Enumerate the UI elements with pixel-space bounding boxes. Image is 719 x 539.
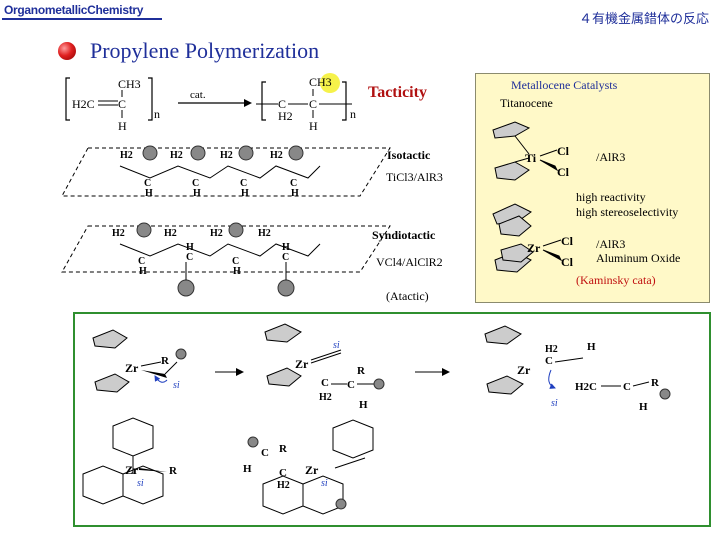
zr-cocatalyst: /AlR3 <box>596 237 626 251</box>
svg-text:H: H <box>186 242 194 253</box>
polymer-h2: H2 <box>278 109 293 123</box>
svg-text:C: C <box>192 178 199 189</box>
property-stereoselectivity: high stereoselectivity <box>576 205 679 219</box>
polymer-ch3: CH3 <box>309 75 332 89</box>
step3-c2: C <box>623 381 631 393</box>
step2-r: R <box>357 365 366 377</box>
svg-text:H2: H2 <box>120 150 133 161</box>
syndiotactic-reagent: VCl4/AlClR2 <box>376 255 443 269</box>
step1-zr: Zr <box>125 361 139 375</box>
polymer-n: n <box>350 107 356 121</box>
step3-h2: H2 <box>545 344 558 355</box>
ti-label: Ti <box>525 151 537 165</box>
svg-text:H: H <box>241 188 249 199</box>
step3-si: si <box>551 398 558 409</box>
svg-text:H2: H2 <box>112 228 125 239</box>
ti-cl-2: Cl <box>557 165 570 179</box>
kaminsky-note: (Kaminsky cata) <box>576 273 656 287</box>
metallocene-title: Metallocene Catalysts <box>511 78 618 92</box>
mechanism-panel <box>73 312 711 527</box>
svg-text:H: H <box>233 266 241 277</box>
ansa2-si: si <box>321 478 328 489</box>
step1-si: si <box>173 380 180 391</box>
title-bullet-icon <box>58 42 76 60</box>
ansa1-si: si <box>137 478 144 489</box>
ansa1-zr: Zr <box>125 463 139 477</box>
zr-alt-cocatalyst: Aluminum Oxide <box>596 251 681 265</box>
svg-text:C: C <box>282 252 289 263</box>
isotactic-reagent: TiCl3/AlR3 <box>386 170 443 184</box>
chapter-label: ４有機金属錯体の反応 <box>578 12 709 27</box>
slide-title: Propylene Polymerization <box>90 38 320 63</box>
ansa2-h2: H2 <box>277 480 290 491</box>
step1-r: R <box>161 355 170 367</box>
header-rule <box>2 18 162 20</box>
ti-cocatalyst: /AlR3 <box>596 150 626 164</box>
catalyst-label: cat. <box>190 89 206 101</box>
course-label: OrganometallicChemistry <box>4 3 144 17</box>
isotactic-chain-diagram: H2 H2 H2 H2 C C C C H H H H <box>61 145 391 199</box>
svg-text:C: C <box>232 256 239 267</box>
svg-text:C: C <box>138 256 145 267</box>
polymer-h: H <box>309 119 318 133</box>
step2-c2: C <box>347 379 355 391</box>
svg-text:H2: H2 <box>220 150 233 161</box>
ansa2-c: C <box>261 447 269 459</box>
tacticity-heading: Tacticity <box>368 84 427 101</box>
step2-c: C <box>321 377 329 389</box>
monomer-h: H <box>118 119 127 133</box>
monomer-h2c: H2C <box>72 97 95 111</box>
svg-text:H: H <box>291 188 299 199</box>
ansa1-r: R <box>169 465 178 477</box>
zr-label: Zr <box>527 241 541 255</box>
svg-text:C: C <box>240 178 247 189</box>
titanocene-label: Titanocene <box>500 96 553 110</box>
ansa2-c2: C <box>279 467 287 479</box>
zr-cl-1: Cl <box>561 234 574 248</box>
ansa2-zr: Zr <box>305 463 319 477</box>
monomer-ch3: CH3 <box>118 77 141 91</box>
svg-text:H: H <box>193 188 201 199</box>
step3-h2c: H2C <box>575 381 597 393</box>
svg-text:H2: H2 <box>258 228 271 239</box>
step3-h-bottom: H <box>639 401 648 413</box>
svg-text:H: H <box>282 242 290 253</box>
step2-si: si <box>333 340 340 351</box>
step2-zr: Zr <box>295 357 309 371</box>
polymerization-scheme: H2C C CH3 H n cat. C H2 C CH3 H n <box>65 73 356 133</box>
svg-text:H2: H2 <box>270 150 283 161</box>
ti-cl-1: Cl <box>557 144 570 158</box>
step2-h2: H2 <box>319 392 332 403</box>
metallocene-catalysts-panel <box>475 73 710 303</box>
metallocene-structures: Ti Cl Cl Zr Cl Cl <box>492 121 574 273</box>
isotactic-label: Isotactic <box>387 148 431 162</box>
step3-r: R <box>651 377 660 389</box>
svg-text:H: H <box>139 266 147 277</box>
step3-h: H <box>587 341 596 353</box>
syndiotactic-label: Syndiotactic <box>372 228 436 242</box>
step2-h: H <box>359 399 368 411</box>
atactic-label: (Atactic) <box>386 289 429 303</box>
polymer-c2: C <box>309 97 317 111</box>
svg-text:H2: H2 <box>170 150 183 161</box>
monomer-n: n <box>154 107 160 121</box>
monomer-c: C <box>118 97 126 111</box>
ansa2-r: R <box>279 443 288 455</box>
svg-text:C: C <box>290 178 297 189</box>
insertion-mechanism-diagram: Zr R si Zr si C H2 C R H Zr H2 C H H2C C… <box>82 323 671 515</box>
step3-zr: Zr <box>517 363 531 377</box>
step3-c1: C <box>545 355 553 367</box>
svg-text:H2: H2 <box>164 228 177 239</box>
polymer-c1: C <box>278 97 286 111</box>
zr-cl-2: Cl <box>561 255 574 269</box>
svg-text:H2: H2 <box>210 228 223 239</box>
svg-text:H: H <box>145 188 153 199</box>
svg-text:C: C <box>144 178 151 189</box>
ansa2-h: H <box>243 463 252 475</box>
svg-text:C: C <box>186 252 193 263</box>
property-reactivity: high reactivity <box>576 190 646 204</box>
